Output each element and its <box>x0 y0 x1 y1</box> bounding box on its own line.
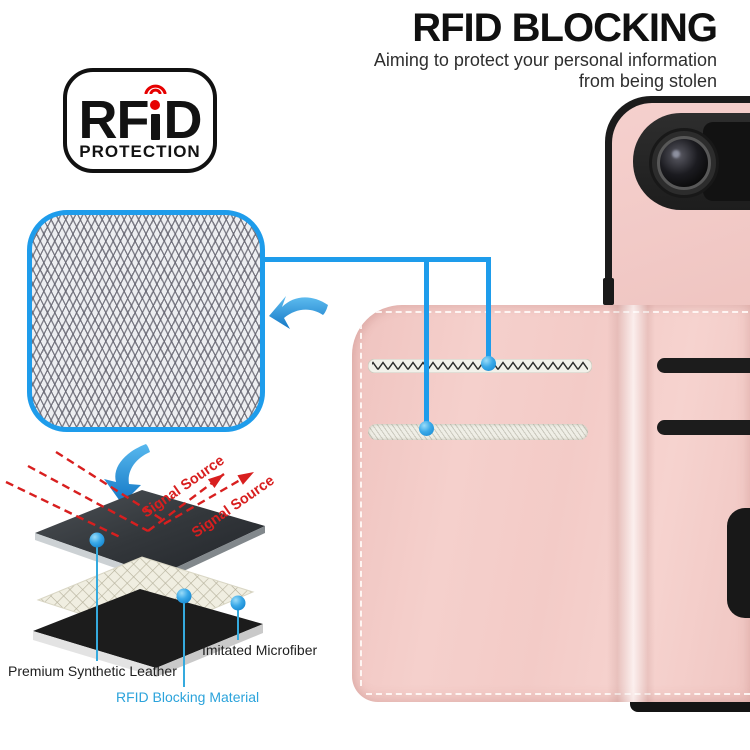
layer-microfiber <box>33 589 263 677</box>
header: RFID BLOCKING Aiming to protect your per… <box>373 6 718 92</box>
red-dot-icon <box>150 100 161 110</box>
camera-lens-icon <box>649 128 719 198</box>
wifi-signal-icon <box>143 79 168 99</box>
phone-case-back <box>605 96 750 312</box>
curved-left-arrow-icon <box>268 290 330 337</box>
wallet-fold-crease <box>607 305 655 702</box>
badge-wordmark: RF D <box>78 84 202 150</box>
badge-protection-label: PROTECTION <box>79 142 201 161</box>
snap-grip-cutout <box>727 508 750 618</box>
callout-lines <box>96 547 239 687</box>
badge-text-left: RF <box>78 90 150 150</box>
callout-dot-leather <box>89 532 105 548</box>
case-side-button <box>603 278 614 305</box>
material-layers-diagram: Signal Source Signal Source <box>0 430 312 727</box>
rfid-mesh-zoom-box <box>27 210 265 432</box>
callout-dot-mesh <box>176 588 192 604</box>
rfid-protection-badge: RF D PROTECTION <box>63 68 217 173</box>
wallet-case-interior <box>352 305 750 702</box>
stitching-top <box>366 311 748 313</box>
badge-text-right: D <box>163 90 202 150</box>
label-premium-synthetic-leather: Premium Synthetic Leather <box>8 663 177 679</box>
connector-line-horizontal <box>263 257 491 262</box>
card-slot-black-upper <box>657 358 750 373</box>
connector-dot-upper-slot <box>481 356 496 371</box>
subtitle-line-2: from being stolen <box>578 71 717 91</box>
connector-dot-lower-slot <box>419 421 434 436</box>
stitching-bottom <box>366 693 750 695</box>
camera-module <box>633 113 750 210</box>
page-title: RFID BLOCKING <box>412 6 718 50</box>
label-imitated-microfiber: Imitated Microfiber <box>202 642 318 658</box>
arrowhead-1 <box>207 474 224 488</box>
letter-i-stem <box>151 114 161 140</box>
badge-letter-i <box>144 84 167 141</box>
arrowhead-2 <box>237 472 254 485</box>
card-slot-black-lower <box>657 420 750 435</box>
label-rfid-blocking-material: RFID Blocking Material <box>116 689 260 705</box>
subtitle-line-1: Aiming to protect your personal informat… <box>373 50 717 70</box>
callout-dot-microfiber <box>230 595 246 611</box>
connector-line-vertical-short <box>486 257 491 365</box>
stitching-left <box>360 323 362 686</box>
connector-line-vertical-long <box>424 257 429 429</box>
card-slot-mesh-strip-upper <box>367 358 593 378</box>
card-slot-mesh-strip-lower <box>368 424 588 440</box>
